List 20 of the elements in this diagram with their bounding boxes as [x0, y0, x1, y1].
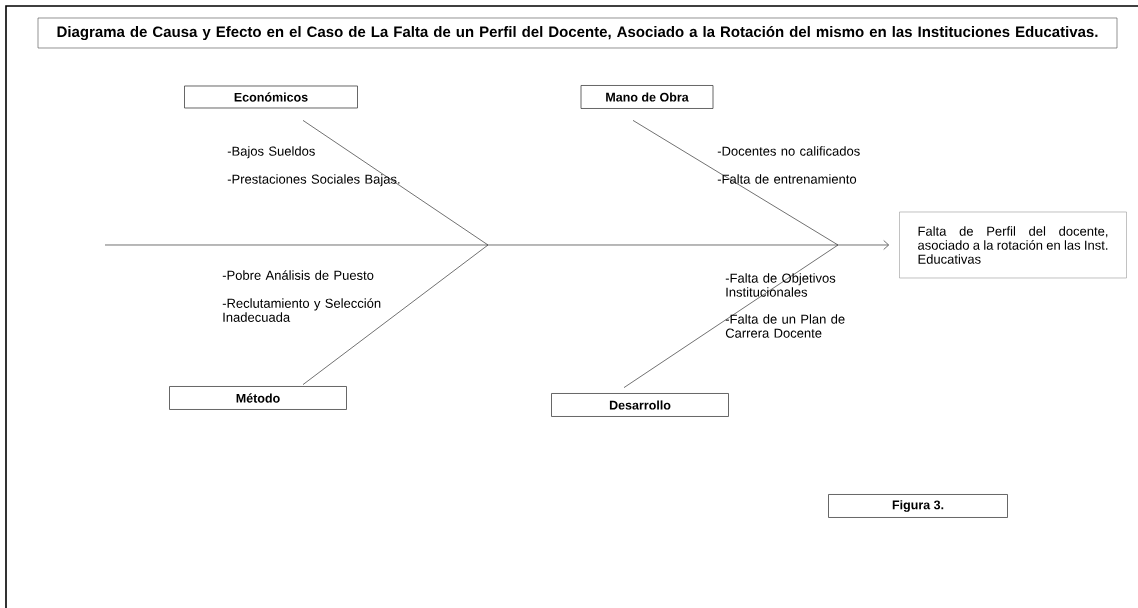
- cause-text: -Bajos Sueldos: [227, 146, 315, 159]
- cause-text: -Falta de entrenamiento: [717, 174, 857, 184]
- cause-text: -Docentes no calificados: [717, 146, 860, 156]
- spine-arrow: [104, 240, 890, 250]
- cause-text: -Reclutamiento y Selección Inadecuada: [222, 298, 381, 322]
- effect-box: Falta de Perfil del docente, asociado a la rotación en las Inst. Educativas: [899, 211, 1127, 279]
- cause-text: -Prestaciones Sociales Bajas.: [227, 174, 400, 187]
- cause-text: -Falta de un Plan de Carrera Docente: [725, 314, 845, 338]
- category-box: Económicos: [184, 85, 358, 109]
- caption-box: Figura 3.: [828, 494, 1008, 518]
- category-box: Método: [169, 386, 347, 410]
- category-box: Mano de Obra: [580, 85, 714, 109]
- cause-text: -Falta de Objetivos Institucionales: [725, 273, 836, 297]
- title-box: Diagrama de Causa y Efecto en el Caso de La Falta de un Perfil del Docente, Asociado a la Rotación del mismo en las Instituciones Educativas.: [37, 17, 1118, 49]
- bone-line: [302, 120, 489, 246]
- bone-line: [632, 120, 839, 246]
- category-box: Desarrollo: [551, 393, 729, 417]
- bone-line: [302, 244, 489, 385]
- cause-text: -Pobre Análisis de Puesto: [222, 270, 374, 280]
- bone-line: [623, 244, 839, 388]
